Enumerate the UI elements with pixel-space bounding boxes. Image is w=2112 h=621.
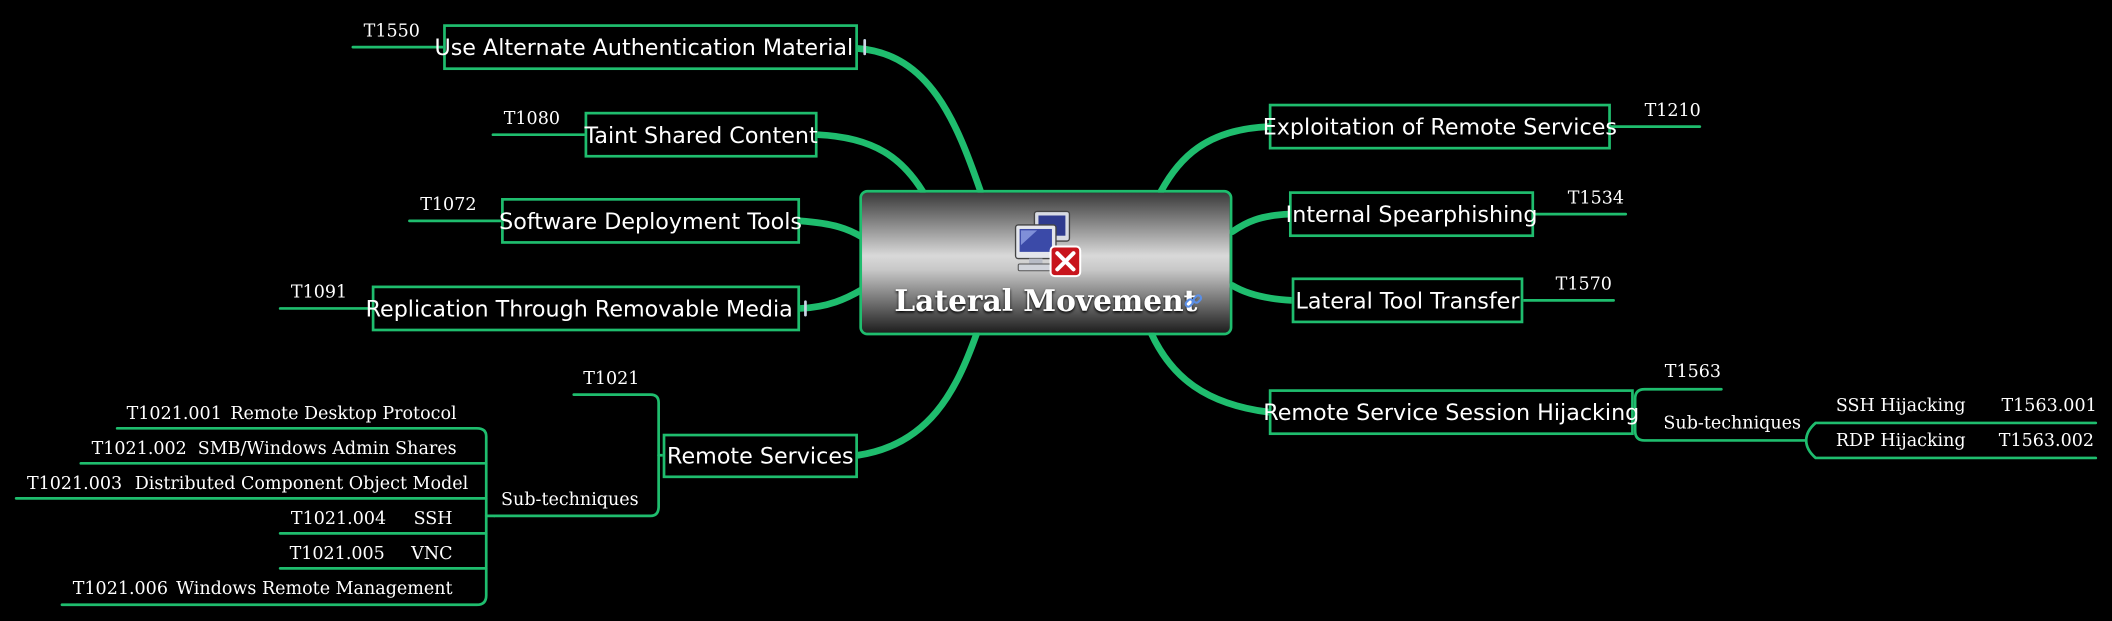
topic-replication-removable-media[interactable]: Replication Through Removable Media xyxy=(366,285,807,332)
sub-technique-id: T1021.003 xyxy=(26,474,123,495)
technique-id-t1021: T1021 xyxy=(583,369,640,390)
sub-technique-name[interactable]: VNC xyxy=(411,544,453,565)
topic-label: Software Deployment Tools xyxy=(499,208,802,234)
technique-id-t1091: T1091 xyxy=(290,282,348,304)
topic-exploitation-remote-services[interactable]: Exploitation of Remote Services xyxy=(1263,103,1617,150)
networked-computers-error-icon xyxy=(1014,210,1082,278)
sub-techniques-label: Sub-techniques xyxy=(1663,413,1802,434)
topic-label: Remote Services xyxy=(667,443,854,469)
sub-technique-id: T1563.001 xyxy=(2001,395,2097,417)
topic-label: Remote Service Session Hijacking xyxy=(1263,399,1640,425)
central-topic[interactable]: Lateral Movement xyxy=(859,189,1233,336)
technique-id-t1210: T1210 xyxy=(1644,101,1701,122)
topic-taint-shared-content[interactable]: Taint Shared Content xyxy=(584,111,818,158)
link-icon[interactable] xyxy=(1184,292,1203,311)
topic-software-deployment-tools[interactable]: Software Deployment Tools xyxy=(499,197,802,244)
technique-id-t1534: T1534 xyxy=(1567,188,1625,209)
technique-id-t1563: T1563 xyxy=(1664,362,1722,383)
topic-label: Use Alternate Authentication Material xyxy=(434,34,854,60)
sub-technique-name[interactable]: RDP Hijacking xyxy=(1835,431,1966,452)
sub-technique-name[interactable]: SMB/Windows Admin Shares xyxy=(197,439,457,460)
technique-id-t1550: T1550 xyxy=(363,21,420,42)
topic-alternate-auth-material[interactable]: Use Alternate Authentication Material xyxy=(434,24,867,71)
topic-remote-service-session-hijacking[interactable]: Remote Service Session Hijacking xyxy=(1263,389,1639,436)
info-icon[interactable] xyxy=(803,300,807,317)
sub-technique-id: T1563.002 xyxy=(1998,431,2095,452)
sub-technique-name[interactable]: SSH xyxy=(413,509,453,530)
topic-label: Lateral Tool Transfer xyxy=(1295,287,1520,314)
topic-label: Exploitation of Remote Services xyxy=(1262,113,1617,140)
sub-techniques-label: Sub-techniques xyxy=(501,490,639,511)
topic-internal-spearphishing[interactable]: Internal Spearphishing xyxy=(1286,191,1537,238)
topic-label: Taint Shared Content xyxy=(584,121,818,148)
technique-id-t1072: T1072 xyxy=(420,195,477,216)
topic-label: Replication Through Removable Media xyxy=(365,295,793,322)
sub-technique-name[interactable]: Remote Desktop Protocol xyxy=(230,404,457,425)
topic-remote-services[interactable]: Remote Services xyxy=(662,433,858,479)
topic-label: Internal Spearphishing xyxy=(1285,201,1538,227)
sub-technique-id: T1021.005 xyxy=(289,544,385,565)
sub-technique-id: T1021.002 xyxy=(91,439,187,460)
sub-technique-id: T1021.006 xyxy=(72,579,168,600)
sub-technique-name[interactable]: Distributed Component Object Model xyxy=(134,474,469,495)
technique-id-t1080: T1080 xyxy=(503,109,560,130)
central-topic-title: Lateral Movement xyxy=(894,284,1198,320)
sub-technique-id: T1021.001 xyxy=(126,404,222,425)
sub-technique-id: T1021.004 xyxy=(290,509,387,530)
technique-id-t1570: T1570 xyxy=(1555,274,1612,295)
topic-lateral-tool-transfer[interactable]: Lateral Tool Transfer xyxy=(1291,277,1524,324)
info-icon[interactable] xyxy=(863,39,867,56)
sub-technique-name[interactable]: Windows Remote Management xyxy=(176,579,453,600)
sub-technique-name[interactable]: SSH Hijacking xyxy=(1835,395,1966,417)
